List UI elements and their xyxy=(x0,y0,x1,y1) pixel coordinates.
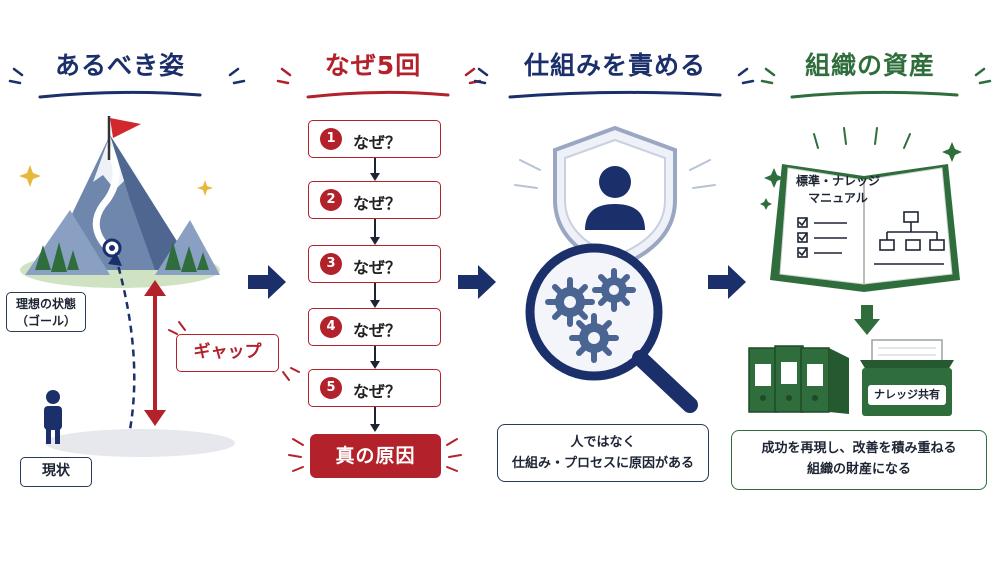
current-ground xyxy=(45,429,235,457)
true-cause-decoration xyxy=(288,438,462,472)
section3-caption-line1: 人ではなく xyxy=(570,435,636,450)
section3-caption: 人ではなく 仕組み・プロセスに原因がある xyxy=(497,424,709,482)
why-step-label: なぜ？ xyxy=(353,194,402,213)
current-state-label: 現状 xyxy=(20,457,92,487)
why-step-3: 3 なぜ？ xyxy=(308,245,441,283)
why-step-label: なぜ？ xyxy=(353,133,402,152)
magnifier-gears-icon xyxy=(525,243,698,413)
section4-title-decoration xyxy=(760,67,992,99)
binders-icon xyxy=(748,345,849,414)
why-step-label: なぜ？ xyxy=(353,321,402,340)
why-step-2: 2 なぜ？ xyxy=(308,181,441,219)
section4-caption: 成功を再現し、改善を積み重ねる 組織の財産になる xyxy=(731,430,987,490)
knowledge-box-icon xyxy=(860,339,954,416)
why-step-number: 2 xyxy=(320,189,342,211)
manual-title: 標準・ナレッジ マニュアル xyxy=(790,173,886,207)
manual-title-line1: 標準・ナレッジ xyxy=(795,174,880,188)
why-step-label: なぜ？ xyxy=(353,382,402,401)
section3-title: 仕組みを責める xyxy=(523,51,706,80)
why-step-5: 5 なぜ？ xyxy=(308,369,441,407)
why-step-number: 1 xyxy=(320,128,342,150)
down-arrow-icon xyxy=(854,305,880,335)
why-step-4: 4 なぜ？ xyxy=(308,308,441,346)
gap-arrow xyxy=(144,280,166,426)
why-step-label: なぜ？ xyxy=(353,258,402,277)
flow-arrow-icon-3 xyxy=(708,265,746,299)
section1-title: あるべき姿 xyxy=(54,51,185,80)
ideal-state-label: 理想の状態 （ゴール） xyxy=(6,292,86,332)
section3-title-decoration xyxy=(473,67,755,99)
flow-arrow-icon-2 xyxy=(458,265,496,299)
why-step-number: 3 xyxy=(320,253,342,275)
section3-caption-line2: 仕組み・プロセスに原因がある xyxy=(511,456,694,471)
why-step-number: 4 xyxy=(320,316,342,338)
manual-title-line2: マニュアル xyxy=(808,191,868,205)
knowledge-share-label: ナレッジ共有 xyxy=(868,385,946,405)
manual-book-icon xyxy=(760,127,962,292)
section1-title-decoration xyxy=(8,67,246,99)
ideal-state-line2: （ゴール） xyxy=(15,314,76,328)
section2-title: なぜ5回 xyxy=(324,51,422,80)
section2-title-decoration xyxy=(276,67,482,99)
person-icon xyxy=(44,390,62,444)
section4-caption-line2: 組織の財産になる xyxy=(806,462,911,477)
ideal-state-line1: 理想の状態 xyxy=(15,297,76,311)
flag-icon xyxy=(107,116,141,160)
gap-label-decoration xyxy=(168,321,300,381)
gap-label: ギャップ xyxy=(176,334,279,372)
true-cause-box: 真の原因 xyxy=(310,434,441,478)
section4-title: 組織の資産 xyxy=(804,51,935,80)
why-step-connectors xyxy=(370,158,380,432)
section4-caption-line1: 成功を再現し、改善を積み重ねる xyxy=(761,441,957,456)
flow-arrow-icon-1 xyxy=(248,265,286,299)
why-step-1: 1 なぜ？ xyxy=(308,120,441,158)
why-step-number: 5 xyxy=(320,377,342,399)
